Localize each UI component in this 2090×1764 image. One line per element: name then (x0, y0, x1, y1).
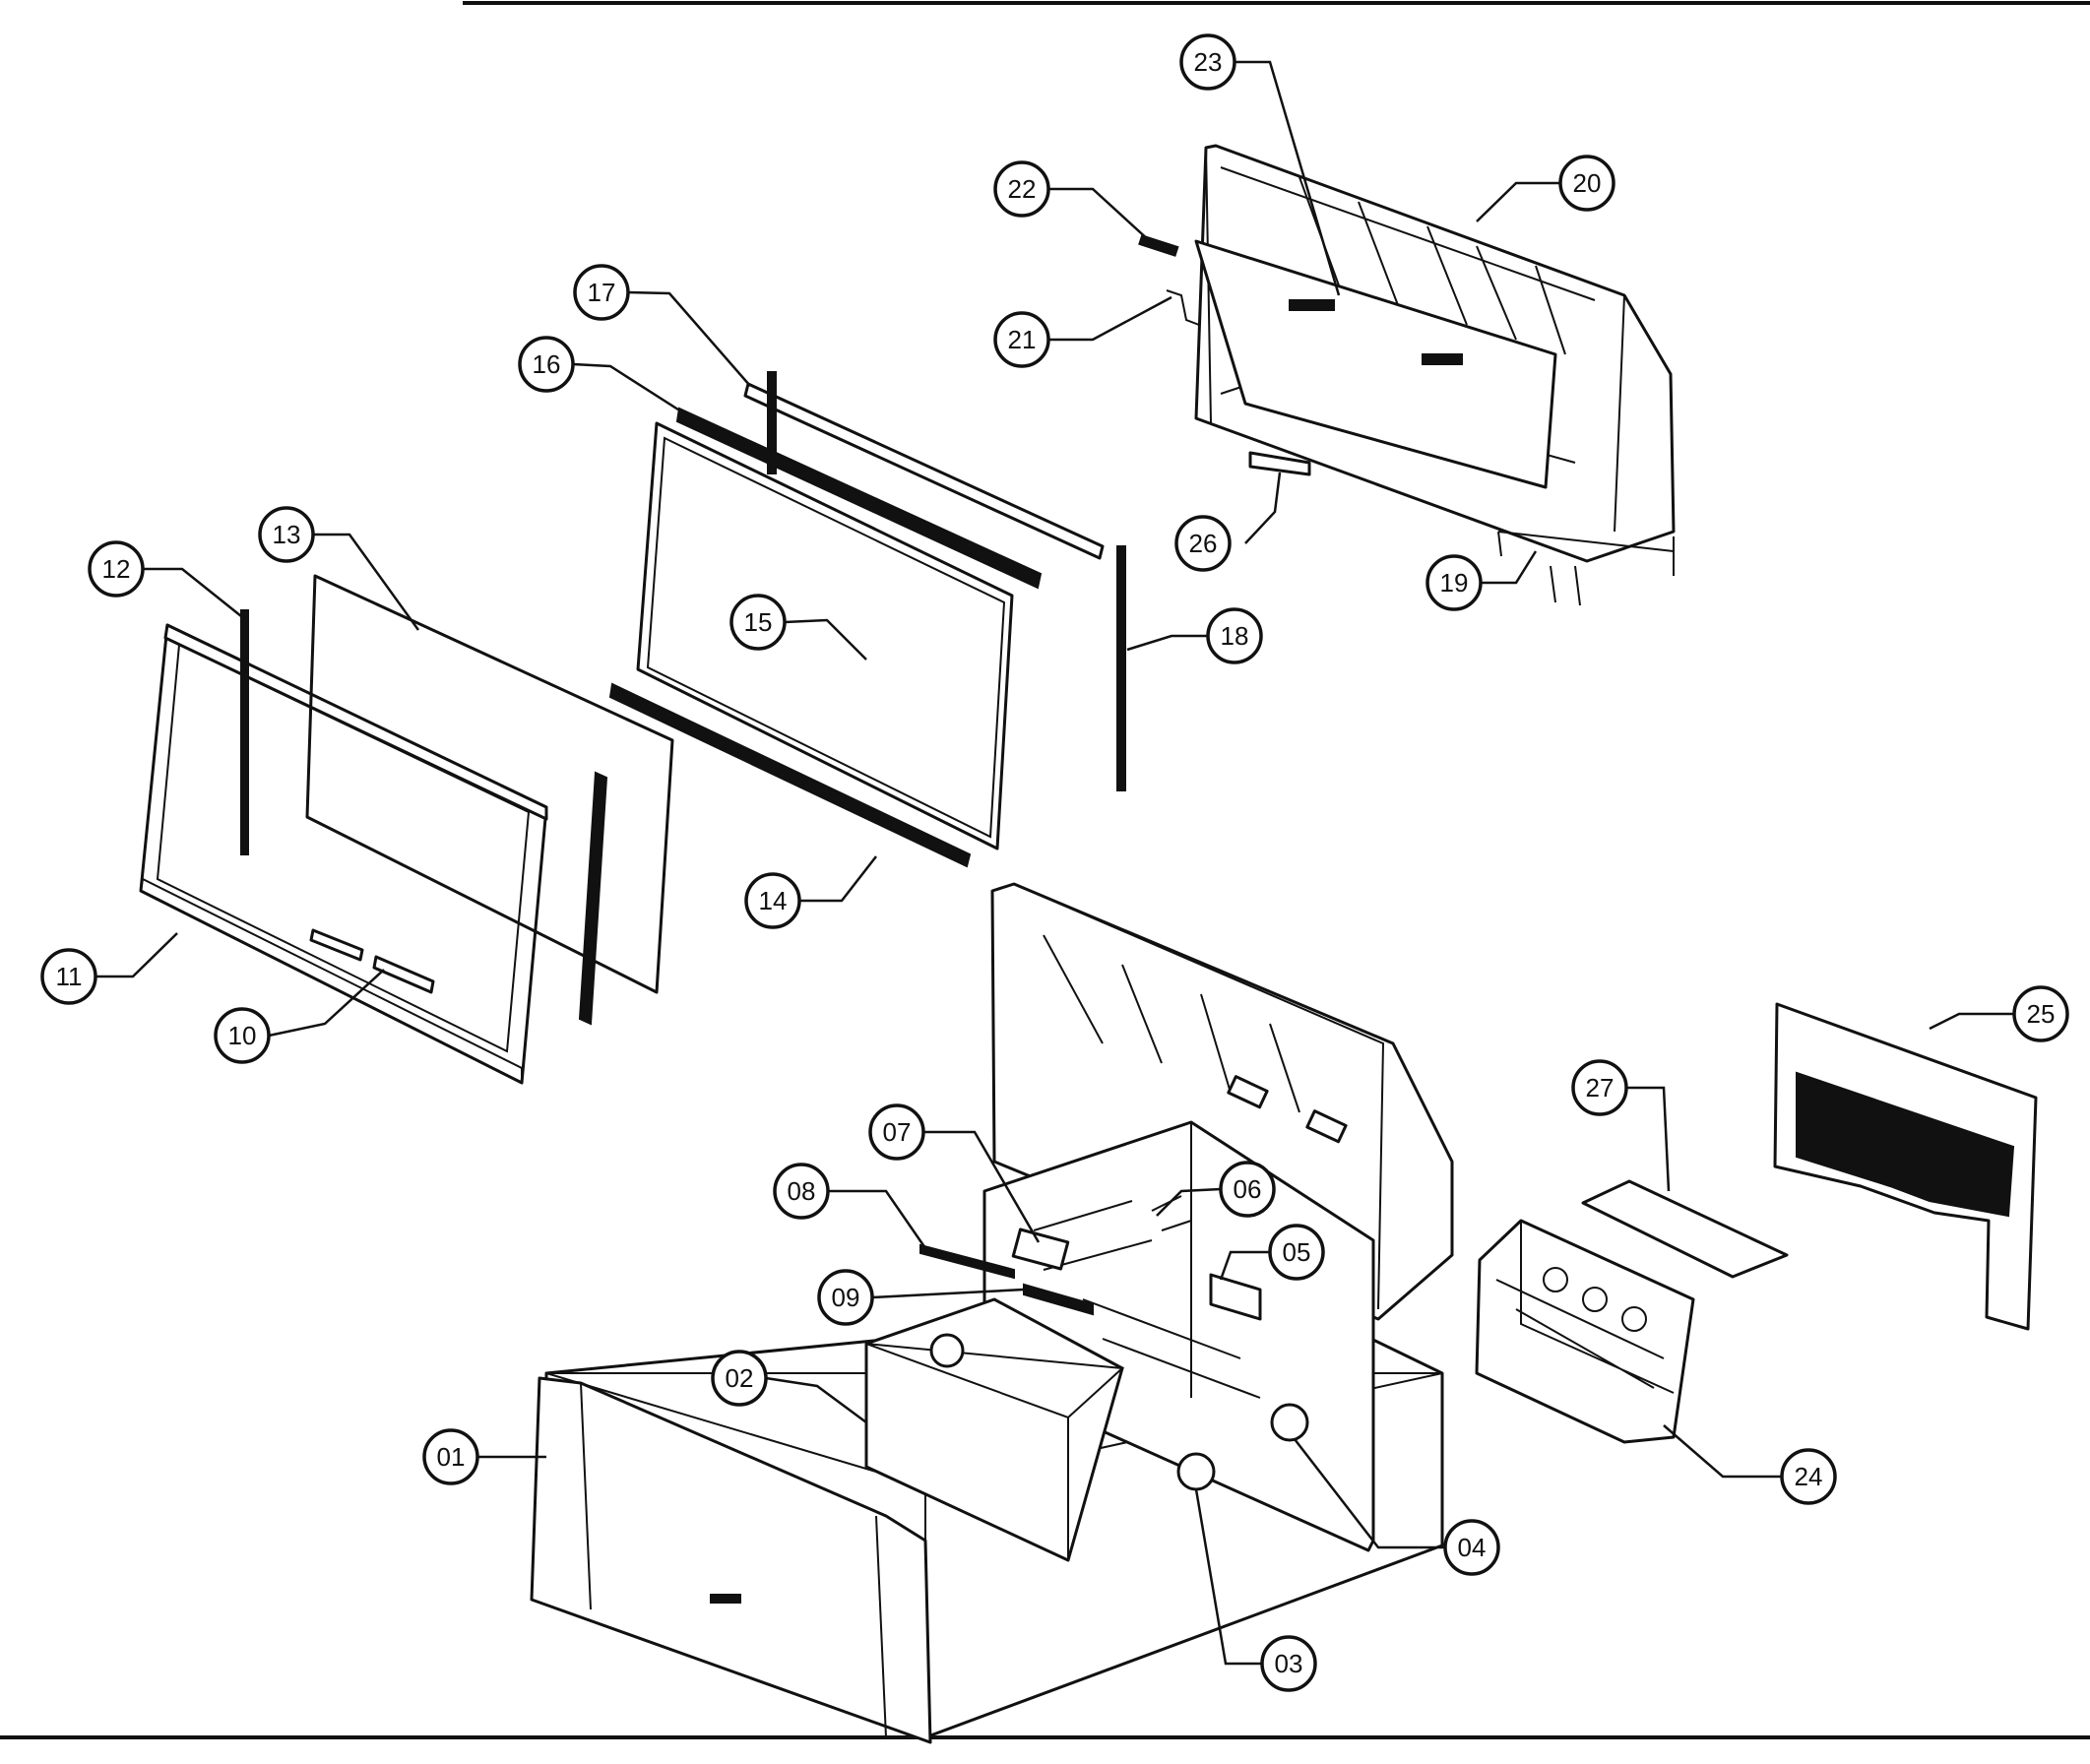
callout-21: 21 (993, 311, 1050, 368)
callout-25: 25 (2012, 985, 2069, 1042)
callout-label: 18 (1221, 621, 1249, 651)
callout-label: 11 (56, 962, 83, 991)
part-board-27 (1581, 1179, 1789, 1279)
callout-13: 13 (258, 506, 315, 563)
callout-03: 03 (1260, 1635, 1317, 1692)
part-small-bracket-22 (1138, 234, 1179, 257)
callout-label: 19 (1440, 568, 1469, 598)
callout-label: 08 (788, 1176, 816, 1206)
callout-label: 05 (1283, 1237, 1311, 1267)
callout-22: 22 (993, 160, 1050, 218)
callout-label: 07 (883, 1117, 912, 1147)
part-module-box (1475, 1219, 1695, 1444)
leader-lines (95, 60, 2014, 1666)
part-small-clip-21 (1166, 289, 1200, 326)
callout-11: 11 (40, 948, 97, 1005)
part-bottom-rail (608, 682, 972, 868)
callout-label: 09 (832, 1283, 860, 1312)
callout-label: 01 (437, 1442, 466, 1472)
part-bracket-07 (1011, 1228, 1070, 1271)
part-rear-panel (1773, 1002, 2038, 1331)
callout-label: 02 (726, 1363, 754, 1393)
part-mirror-panel (1194, 239, 1557, 489)
callout-19: 19 (1425, 554, 1483, 611)
callout-label: 21 (1008, 325, 1037, 354)
part-lens-small (929, 1333, 965, 1368)
callout-23: 23 (1179, 33, 1236, 91)
callout-18: 18 (1206, 607, 1263, 664)
part-right-rail (1116, 545, 1126, 791)
callout-15: 15 (729, 594, 787, 651)
callout-10: 10 (214, 1007, 271, 1064)
callout-label: 26 (1189, 529, 1218, 558)
part-foot-bracket-26 (1248, 451, 1311, 476)
callout-08: 08 (773, 1163, 830, 1220)
callout-label: 13 (273, 520, 301, 549)
callout-20: 20 (1558, 155, 1615, 212)
callout-label: 25 (2027, 999, 2056, 1029)
part-front-cover (530, 1376, 932, 1744)
callout-label: 14 (759, 886, 788, 915)
callout-02: 02 (711, 1350, 768, 1407)
part-lens-04 (1270, 1403, 1309, 1442)
callout-27: 27 (1571, 1059, 1628, 1116)
part-bracket-09 (1023, 1283, 1094, 1316)
callout-label: 24 (1795, 1462, 1823, 1491)
part-bracket-05 (1209, 1273, 1262, 1321)
callout-label: 04 (1458, 1533, 1487, 1562)
callout-label: 22 (1008, 174, 1037, 204)
callout-24: 24 (1780, 1448, 1837, 1505)
part-control-strips (309, 928, 435, 994)
callout-label: 23 (1194, 47, 1223, 77)
callout-label: 03 (1275, 1649, 1303, 1678)
callout-16: 16 (518, 336, 575, 393)
callout-14: 14 (744, 872, 801, 929)
callout-label: 10 (228, 1021, 257, 1050)
callout-label: 16 (533, 349, 561, 379)
callout-04: 04 (1443, 1519, 1500, 1576)
part-rear-bracket-19 (1497, 531, 1675, 606)
callout-12: 12 (88, 540, 145, 598)
callout-05: 05 (1268, 1224, 1325, 1281)
part-right-bezel-strip (578, 771, 608, 1026)
callout-label: 12 (102, 554, 131, 584)
callout-01: 01 (422, 1428, 479, 1485)
callout-09: 09 (817, 1269, 874, 1326)
part-glass-sheet (305, 574, 674, 994)
callout-label: 06 (1234, 1174, 1262, 1204)
part-left-bezel-strip (240, 609, 249, 855)
callout-17: 17 (573, 264, 630, 321)
callout-label: 27 (1586, 1073, 1615, 1102)
callout-label: 15 (744, 607, 773, 637)
part-screen-panel (636, 421, 1014, 850)
callout-26: 26 (1174, 515, 1232, 572)
part-lens-03 (1176, 1452, 1216, 1491)
part-bracket-06 (1151, 1195, 1192, 1231)
callout-label: 20 (1573, 168, 1602, 198)
part-front-bezel (139, 623, 548, 1085)
callout-07: 07 (868, 1103, 925, 1161)
callout-label: 17 (588, 278, 616, 307)
part-bracket-08 (919, 1243, 1015, 1280)
callout-06: 06 (1219, 1161, 1276, 1218)
part-light-box (864, 1297, 1125, 1562)
part-top-bracket-rail (743, 371, 1105, 560)
